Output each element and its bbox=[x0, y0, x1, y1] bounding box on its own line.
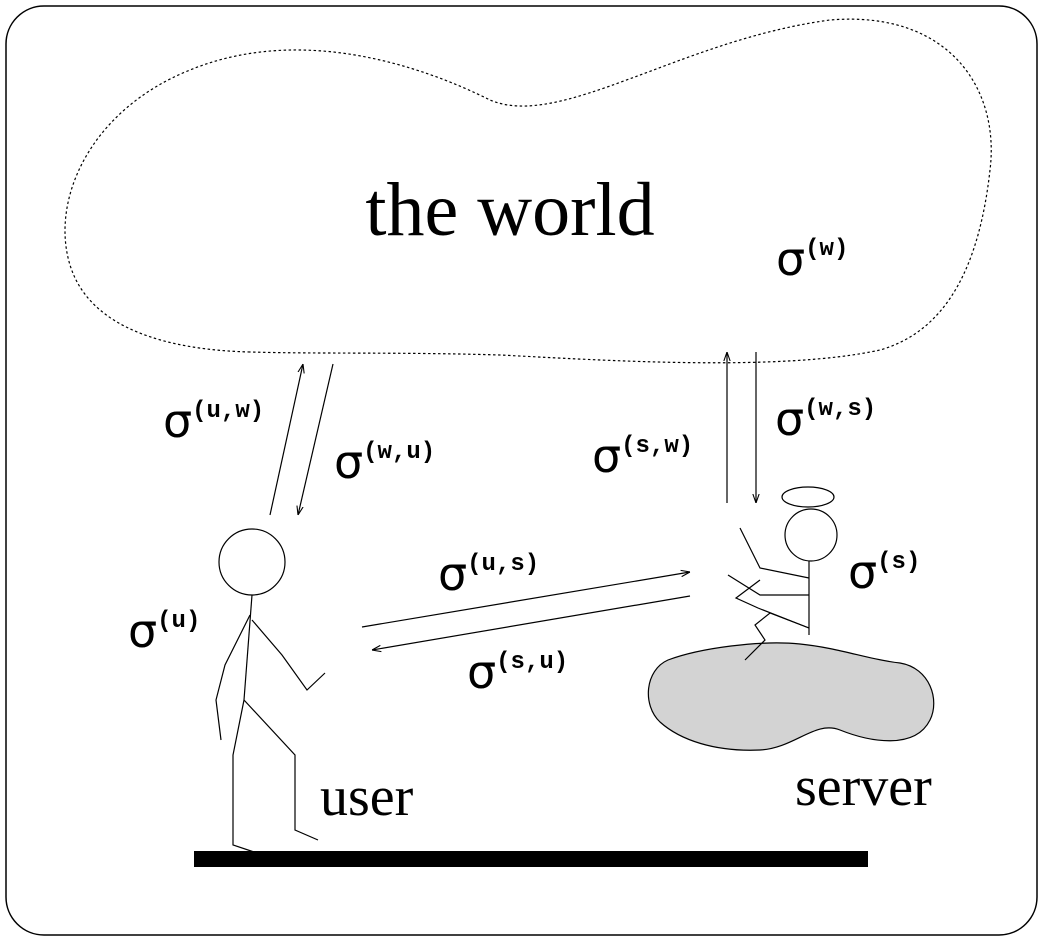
world-state-label: σ(w) bbox=[776, 232, 848, 286]
ground-bar bbox=[194, 851, 868, 867]
world-cloud bbox=[64, 18, 992, 364]
user-figure bbox=[215, 528, 326, 853]
user-state-label: σ(u) bbox=[128, 604, 200, 658]
user-head bbox=[218, 528, 286, 596]
channel-label-server-to-world: σ(s,w) bbox=[592, 429, 693, 483]
channel-label-world-to-server: σ(w,s) bbox=[775, 392, 876, 446]
diagram-frame bbox=[5, 5, 1038, 936]
world-label: the world bbox=[365, 168, 654, 252]
arrow-world-to-user bbox=[298, 363, 334, 515]
channel-label-server-to-user: σ(s,u) bbox=[467, 645, 568, 699]
channel-label-world-to-user: σ(w,u) bbox=[334, 435, 435, 489]
server-state-label: σ(s) bbox=[848, 545, 920, 599]
arrow-user-to-server bbox=[361, 572, 690, 628]
server-figure bbox=[727, 486, 838, 661]
server-label: server bbox=[795, 756, 932, 818]
server-island bbox=[647, 642, 935, 751]
user-label: user bbox=[320, 766, 414, 828]
channel-label-user-to-world: σ(u,w) bbox=[163, 394, 264, 448]
server-halo bbox=[781, 486, 835, 508]
channel-label-user-to-server: σ(u,s) bbox=[438, 547, 539, 601]
arrow-user-to-world bbox=[269, 364, 303, 516]
server-head bbox=[784, 508, 838, 562]
arrow-server-to-user bbox=[372, 595, 691, 650]
